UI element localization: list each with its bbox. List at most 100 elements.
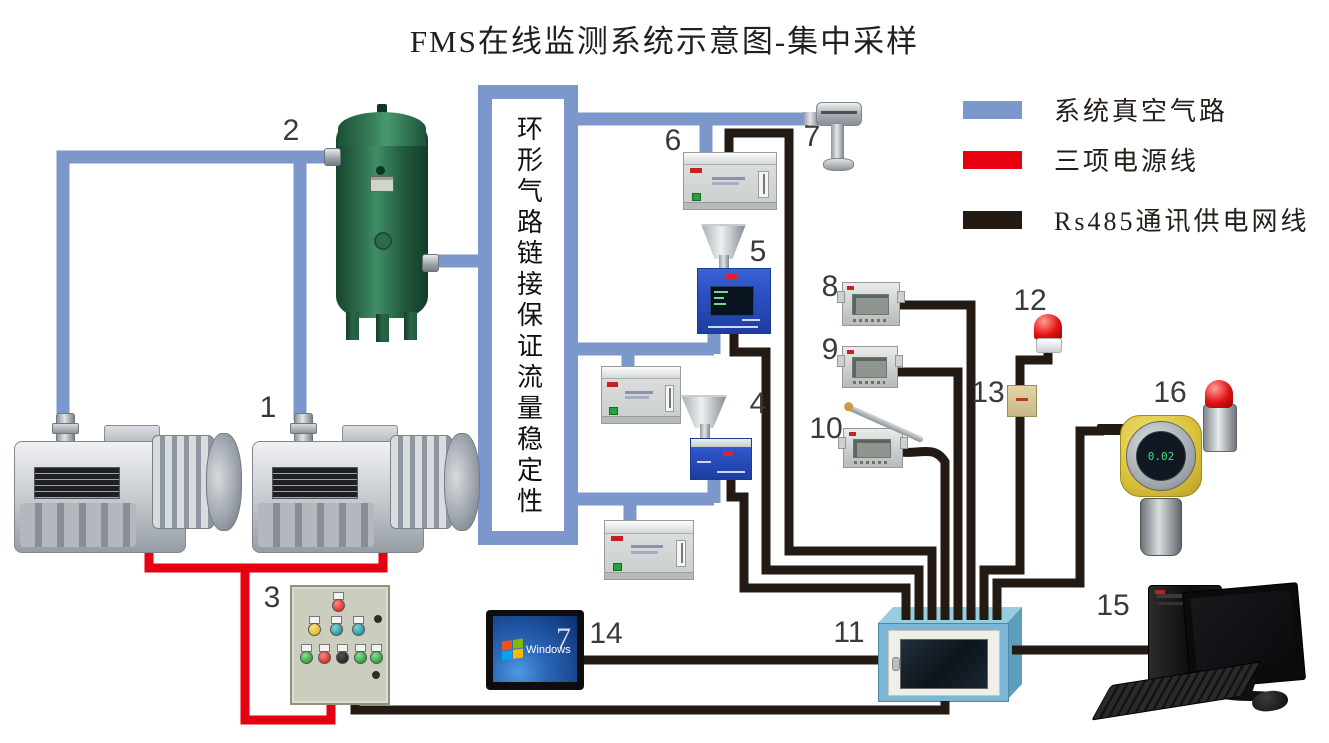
flow-sight-glass: [676, 539, 686, 568]
detector-screen: 0.02: [1136, 431, 1186, 481]
component-label-7: 7: [803, 120, 821, 153]
wire-cabinet-to-control-box: [350, 696, 950, 715]
mount-ear: [838, 437, 846, 449]
module-text: [853, 318, 887, 322]
component-label-16: 16: [1153, 376, 1187, 409]
device-text: [717, 471, 745, 473]
tank-handhole: [374, 232, 392, 250]
panel-screw: [372, 671, 380, 679]
pc-monitor-screen: [1190, 589, 1297, 673]
power-led: [609, 407, 619, 416]
mount-ear: [837, 355, 845, 367]
transmitter-module-8: [837, 282, 905, 326]
detector-sensor: [1140, 498, 1182, 556]
tank-body: [336, 118, 428, 318]
component-label-2: 2: [282, 114, 300, 147]
module-lcd: [851, 293, 889, 316]
alarm-beacon-dome: [1034, 314, 1062, 340]
instrument-top: [605, 521, 693, 534]
tank-nozzle-left: [324, 148, 341, 166]
instrument-text: [711, 182, 740, 186]
particle-sampler-4: [690, 438, 752, 480]
power-led: [612, 562, 622, 571]
vacuum-pump-right: [250, 413, 480, 555]
detector-strobe-dome: [1205, 380, 1233, 408]
instrument-base: [684, 202, 776, 209]
panel-screw: [374, 615, 382, 623]
component-label-5: 5: [749, 235, 767, 268]
cabinet-window: [900, 639, 988, 689]
mount-ear: [895, 355, 903, 367]
pump-motor: [390, 435, 452, 529]
flow-instrument-6: [683, 152, 777, 210]
sampling-stem-4: [700, 424, 710, 439]
device-top: [691, 439, 751, 447]
diagram-title: FMS在线监测系统示意图-集中采样: [409, 24, 920, 59]
pump-nameplate: [272, 467, 358, 499]
button-green: [370, 651, 383, 664]
button-red: [318, 651, 331, 664]
instrument-top: [684, 153, 776, 166]
indicator-red: [332, 599, 345, 612]
device-text: [742, 319, 760, 321]
cabinet-door: [888, 630, 1000, 696]
button-green: [300, 651, 313, 664]
instrument-base: [602, 416, 680, 423]
wire-module9: [893, 367, 963, 620]
junction-box-13: [1007, 385, 1037, 417]
flow-instrument-low: [604, 520, 694, 580]
pump-cooling-fins: [20, 503, 136, 547]
vacuum-buffer-tank: [324, 104, 439, 342]
alarm-beacon-base: [1036, 338, 1062, 353]
tank-port-upper: [376, 166, 385, 175]
module-text: [854, 460, 890, 464]
pump-motor-cap: [206, 433, 242, 531]
cabinet-front-face: [878, 623, 1009, 702]
indicator-yellow: [308, 623, 321, 636]
component-label-1: 1: [259, 391, 277, 424]
legend-label-rs485: Rs485通讯供电网线: [1054, 207, 1310, 236]
sampling-stem-5: [719, 255, 729, 269]
legend-item-vacuum: 系统真空气路: [963, 91, 1228, 128]
legend-item-power: 三项电源线: [963, 141, 1199, 178]
module-lcd: [853, 438, 892, 459]
module-lcd: [851, 357, 888, 378]
ring-box-text: 环形气路链接保证流量稳定性: [513, 114, 543, 518]
flow-instrument-mid: [601, 366, 681, 424]
component-label-12: 12: [1013, 284, 1047, 317]
legend-item-rs485: Rs485通讯供电网线: [963, 201, 1309, 238]
pump-motor: [152, 435, 214, 529]
flow-sight-glass: [664, 384, 674, 412]
instrument-top: [602, 367, 680, 380]
vacuum-pump-left: [12, 413, 242, 555]
detector-cable: [1097, 424, 1127, 435]
power-to-control-box: [240, 568, 336, 725]
tank-leg: [376, 314, 389, 342]
component-label-11: 11: [833, 616, 865, 649]
device-text: [697, 461, 711, 463]
pipe-tank-to-pump1: [56, 150, 334, 425]
ring-pipe-box-frame: [478, 85, 578, 545]
touch-monitor: Windows 7: [486, 610, 584, 690]
instrument-text: [631, 545, 664, 549]
sampler7-fitting: [803, 112, 819, 125]
tank-leg: [404, 312, 417, 340]
instrument-logo: [611, 536, 623, 542]
screen-text: [714, 297, 724, 299]
screen-text: [714, 303, 726, 305]
flow-sight-glass: [758, 170, 769, 198]
electric-control-box: [290, 585, 390, 705]
module-logo: [847, 286, 855, 291]
instrument-base: [605, 572, 693, 579]
component-label-6: 6: [664, 124, 682, 157]
legend-swatch-vacuum: [963, 100, 1022, 119]
transmitter-module-9: [837, 346, 903, 388]
instrument-text: [711, 176, 745, 180]
pump-nameplate: [34, 467, 120, 499]
pump-motor-cap: [444, 433, 480, 531]
wire-module8: [895, 300, 976, 620]
device-logo: [723, 451, 733, 456]
logo-tile: [513, 638, 523, 649]
